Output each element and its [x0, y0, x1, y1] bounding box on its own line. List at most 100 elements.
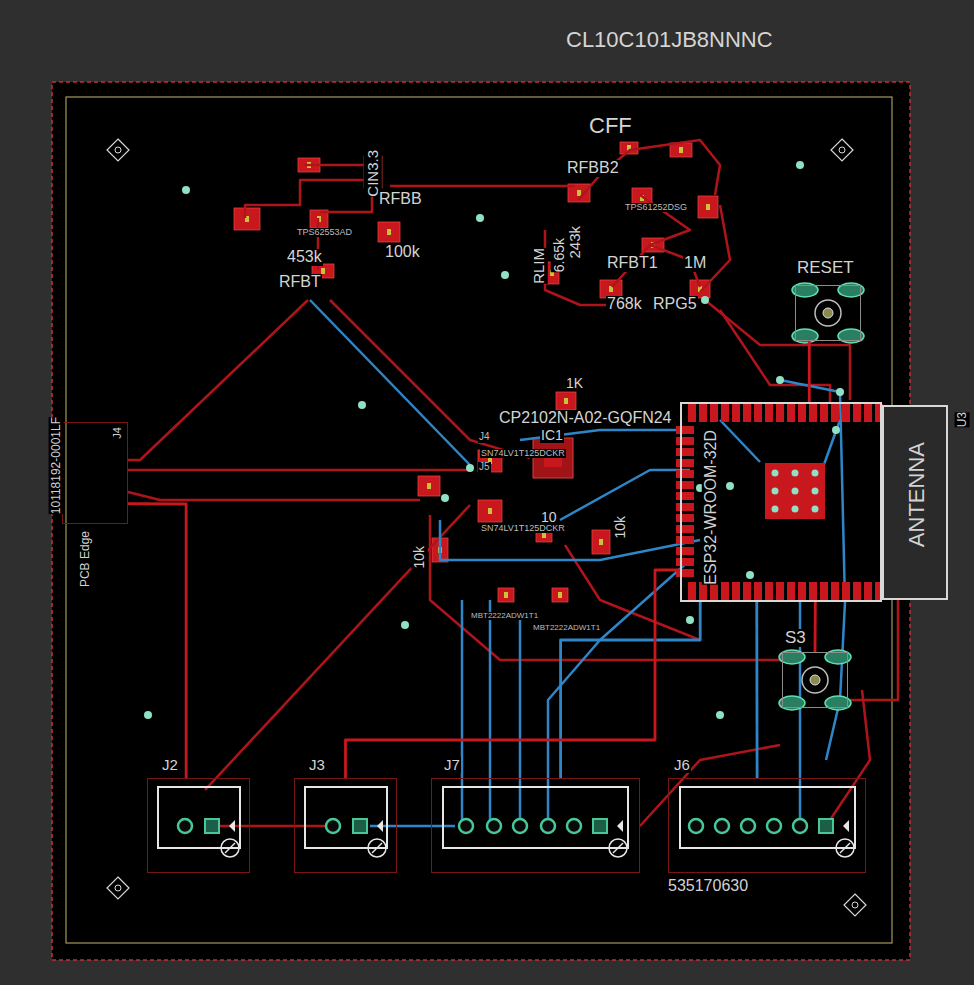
- bottom-copper-trace: [720, 420, 760, 462]
- smd-pad: [418, 476, 440, 496]
- part-label: U3: [955, 412, 970, 427]
- module-pad: [676, 503, 694, 511]
- bottom-copper-trace: [461, 600, 464, 826]
- silkscreen-label: 453k: [286, 249, 323, 266]
- silkscreen-label: RFBB2: [566, 160, 620, 177]
- tactile-switch: [815, 300, 841, 326]
- module-pad: [676, 437, 694, 445]
- via: [501, 271, 509, 279]
- smd-pad: [577, 190, 581, 196]
- header-connector: [741, 819, 755, 833]
- silkscreen-label: 1M: [683, 255, 707, 272]
- smd-pad: [558, 592, 562, 598]
- module-pad: [676, 459, 694, 467]
- module-pad: [812, 488, 819, 495]
- silkscreen-label: CFF: [588, 114, 633, 137]
- module-pad: [820, 582, 828, 600]
- mount-mark: [839, 147, 845, 153]
- header-connector: [567, 819, 581, 833]
- via: [716, 711, 724, 719]
- via: [144, 711, 152, 719]
- copper-trace: [808, 341, 809, 402]
- silkscreen-label: CP2102N-A02-GQFN24: [498, 410, 673, 427]
- header-connector: [843, 820, 849, 832]
- module-outline: ESP32-WROOM-32D: [680, 402, 882, 602]
- via: [358, 401, 366, 409]
- via: [746, 571, 754, 579]
- module-pad: [721, 404, 729, 422]
- via: [401, 621, 409, 629]
- bottom-copper-trace: [822, 420, 840, 470]
- part-label: PCB Edge: [78, 531, 93, 587]
- header-connector: [689, 819, 703, 833]
- smd-pad: [427, 483, 431, 489]
- copper-trace: [814, 602, 817, 652]
- tactile-switch: [802, 667, 828, 693]
- header-box: J2: [147, 778, 250, 873]
- top-copper-trace: [390, 185, 575, 188]
- module-pad: [676, 547, 694, 555]
- module-pad: [853, 404, 861, 422]
- mount-mark: [115, 885, 121, 891]
- module-pad: [864, 404, 872, 422]
- module-pad: [743, 582, 751, 600]
- silkscreen-label: RFBT1: [606, 255, 659, 272]
- header-connector: [793, 819, 807, 833]
- silkscreen-label: 243k: [566, 226, 584, 259]
- top-copper-trace: [330, 300, 530, 458]
- module-pad: [754, 582, 762, 600]
- via: [836, 388, 844, 396]
- part-label: ANTENNA: [904, 442, 929, 547]
- module-pad: [820, 404, 828, 422]
- silkscreen-label: SN74LV1T125DCKR: [480, 449, 566, 458]
- header-box: J6535170630: [668, 778, 866, 873]
- module-pad: [798, 404, 806, 422]
- module-pad: [772, 470, 779, 477]
- top-copper-trace: [720, 310, 830, 402]
- module-pad: [676, 525, 694, 533]
- silkscreen-label: IC1: [540, 428, 564, 443]
- silkscreen-label: 10: [540, 510, 558, 525]
- module-pad: [676, 426, 694, 434]
- mount-mark: [115, 147, 121, 153]
- header-connector: [205, 819, 219, 833]
- silkscreen-label: TPS62553AD: [296, 228, 353, 237]
- via: [476, 214, 484, 222]
- smd-pad: [670, 143, 692, 157]
- tactile-switch: [779, 283, 864, 710]
- silkscreen-label: 768k: [606, 296, 643, 313]
- module-pad: [792, 488, 799, 495]
- module-pad: [853, 582, 861, 600]
- module-pad: [776, 582, 784, 600]
- tactile-switch: [823, 308, 833, 318]
- module-pad: [864, 582, 872, 600]
- smd-pad: [592, 530, 610, 554]
- module-pad: [765, 582, 773, 600]
- module-pad: [676, 470, 694, 478]
- top-copper-trace: [305, 164, 370, 167]
- header-connector: [541, 819, 555, 833]
- bottom-copper-trace: [489, 600, 492, 826]
- silkscreen-label: 6.65k: [551, 238, 568, 272]
- smd-pad: [488, 508, 492, 514]
- smd-pad: [234, 142, 718, 602]
- silkscreen-label: MBT2222ADW1T1: [532, 624, 601, 632]
- top-copper-trace: [640, 745, 780, 826]
- part-label: 535170630: [667, 878, 749, 895]
- module-pad: [732, 582, 740, 600]
- header-connector: [225, 843, 235, 853]
- silkscreen-label: TPS61252DSG: [624, 203, 688, 212]
- smd-pad: [564, 398, 568, 404]
- module-pad: [776, 404, 784, 422]
- switch-box: RESET: [795, 285, 861, 341]
- part-label: J6: [673, 757, 691, 773]
- antenna-box: ANTENNAU3: [882, 405, 948, 600]
- module-pad: [676, 481, 694, 489]
- silkscreen-label: RFBB: [378, 191, 423, 208]
- mount-mark: [107, 139, 866, 916]
- bottom-copper-trace: [440, 520, 700, 560]
- silkscreen-label: J5: [478, 462, 491, 473]
- part-label: J3: [308, 757, 326, 773]
- top-copper-trace: [128, 492, 420, 500]
- module-pad: [732, 404, 740, 422]
